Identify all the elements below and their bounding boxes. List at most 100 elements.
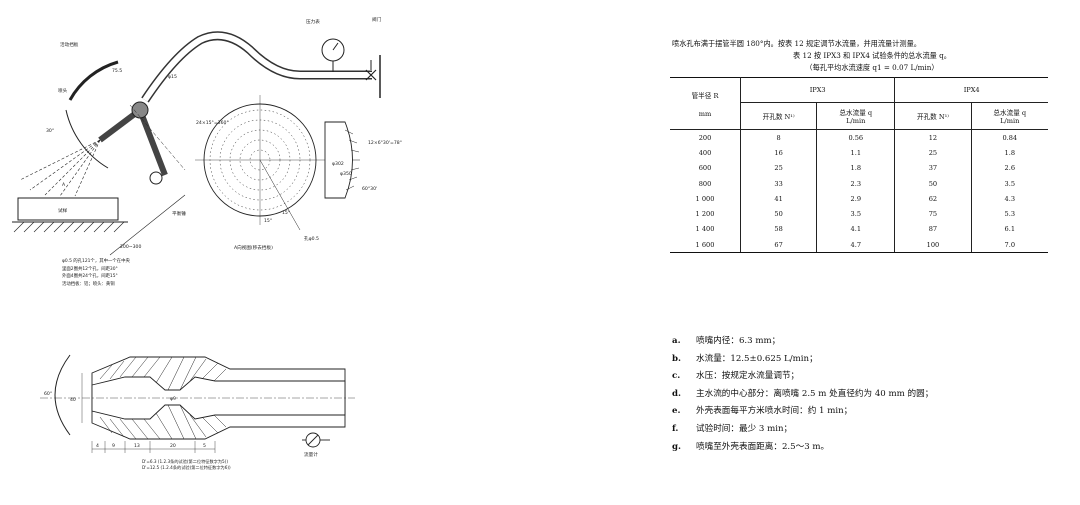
cell-ipx3-holes: 41 [739,191,817,207]
list-letter: c. [672,371,681,382]
cell-radius: 600 [698,164,712,173]
table-row: 400 16 1.1 25 1.8 [670,145,1048,161]
list-text: 喷嘴内径：6.3 mm； [696,336,781,346]
cell-ipx3-flow: 2.3 [816,175,895,192]
list-text: 喷嘴至外壳表面距离：2.5～3 m。 [696,441,830,452]
fig1-note: φ0.5 的孔121个，其中一个在中央 [62,259,130,264]
label-fig2-d5: 13 [134,443,140,449]
list-letter: e. [672,406,681,417]
cell-ipx3-flow: 4.7 [816,237,895,254]
label-angle-3: 60°30' [362,186,377,192]
cell-ipx3-flow: 1.1 [816,145,895,161]
cell-radius: 1 400 [695,225,715,234]
label-angle-2: 12×6°30'=78° [368,140,402,146]
list-item: e. 外壳表面每平方米喷水时间：约 1 min； [672,403,933,421]
label-specimen: 试样 [58,207,68,214]
cell-ipx3-holes: 58 [739,221,817,238]
cell-ipx3-holes: 67 [739,237,817,254]
cell-ipx3-flow: 3.5 [816,206,895,222]
cell-radius: 200 [698,133,712,142]
oscillating-tube-figure: 活动挡板 喷头 压力表 阀门 试样 平衡锤 30° 75.5 φ15 200~3… [12,16,402,256]
fig1-note: 外面4圈共24个孔，间距15° [62,274,118,280]
list-letter: b. [672,353,682,364]
label-pressure-gauge: 压力表 [306,18,320,25]
fig2-notes: D'=6.3 (1.2.3条的试验(第二位特征数字为5)) D'=12.5 (1… [142,459,231,472]
cell-ipx4-flow: 4.3 [970,191,1048,207]
label-dia-350: φ350 [340,171,352,177]
label-angle-30: 30° [46,128,54,134]
cell-radius: 1 200 [695,210,715,219]
list-letter: g. [672,441,682,452]
header-radius-label: 管半径 R [691,91,719,100]
label-dim-75-5: 75.5 [112,68,122,74]
label-fig2-angle: 60° [44,391,52,397]
cell-ipx4-holes: 75 [894,206,972,222]
cell-ipx4-flow: 2.6 [970,160,1048,176]
header-flow-label: 总水流量 q [839,109,873,117]
label-fig2-d6: 20 [170,443,176,449]
label-fig2-d4: 9 [112,443,115,449]
cell-radius: 400 [698,148,712,157]
cell-radius: 800 [698,179,712,188]
flow-rate-table: 管半径 R mm IPX3 IPX4 开孔数 N¹⁾ 总水流量 q L/min … [670,77,1048,254]
cell-ipx3-holes: 50 [739,206,817,222]
cell-ipx4-holes: 12 [894,129,972,146]
list-item: d. 主水流的中心部分：离喷嘴 2.5 m 处直径约为 40 mm 的圆； [672,386,933,404]
cell-ipx3-holes: 25 [739,160,817,176]
cell-ipx3-flow: 2.9 [816,191,895,207]
header-flow-unit: L/min [846,117,866,125]
list-text: 主水流的中心部分：离喷嘴 2.5 m 处直径约为 40 mm 的圆； [696,388,934,399]
header-ipx3-flow: 总水流量 q L/min [816,102,895,130]
header-ipx4-flow: 总水流量 q L/min [970,102,1048,130]
intro-line: 喷水孔布满于摆管半圆 180°内。按表 12 规定调节水流量，并用流量计测量。 [672,39,921,48]
table-caption: 表 12 按 IPX3 和 IPX4 试验条件的总水流量 q。 [793,51,951,60]
list-item: b.水流量：12.5±0.625 L/min； [672,351,933,369]
header-flow-label: 总水流量 q [993,109,1027,117]
list-text: 水压：按规定水流量调节； [696,371,800,382]
label-fig2-d1: 40 [70,397,76,403]
table-intro: 喷水孔布满于摆管半圆 180°内。按表 12 规定调节水流量，并用流量计测量。 … [672,38,1072,74]
list-text: 外壳表面每平方米喷水时间：约 1 min； [696,406,853,417]
header-ipx3-holes: 开孔数 N¹⁾ [739,102,817,130]
label-flow-gauge: 流量计 [304,451,318,458]
list-letter: a. [672,336,681,346]
list-text: 试验时间：最少 3 min； [696,423,793,434]
cell-ipx4-holes: 62 [894,191,972,207]
fig2-note: D'=12.5 (1.2.4条的试验(第二位特征数字为6)) [142,465,231,471]
label-letter-a: A [62,182,66,188]
cell-ipx3-flow: 1.8 [816,160,895,176]
cell-ipx3-holes: 16 [739,145,817,161]
cell-ipx3-holes: 33 [739,175,817,192]
cell-ipx3-flow: 0.56 [816,129,895,146]
table-row: 800 33 2.3 50 3.5 [670,175,1048,192]
list-item: a. 喷嘴内径：6.3 mm； [672,333,933,351]
cell-ipx4-flow: 7.0 [970,237,1048,254]
cell-ipx4-holes: 100 [894,237,972,254]
table-subcaption: （每孔平均水流速度 q1 = 0.07 L/min） [805,63,939,72]
label-fig2-d3: 4 [96,443,99,449]
cell-ipx4-flow: 0.84 [970,129,1048,146]
cell-ipx4-flow: 3.5 [970,175,1048,192]
cell-ipx4-holes: 25 [894,145,972,161]
label-dim-phi15: φ15 [168,74,177,80]
table-row: 1 400 58 4.1 87 6.1 [670,221,1048,238]
table-row: 600 25 1.8 37 2.6 [670,160,1048,176]
fig1-notes: φ0.5 的孔121个，其中一个在中央 里面2圈共12个孔，间距30° 外面4圈… [62,258,130,288]
fig1-note: 活动挡板：铝；喷头：黄铜 [62,281,115,287]
table-row: 200 8 0.56 12 0.84 [670,129,1048,146]
label-dia-302: φ302 [332,161,344,167]
header-radius-unit: mm [698,109,712,118]
list-item: f.试验时间：最少 3 min； [672,421,933,439]
label-fig2-d2: φ9 [170,396,176,402]
list-item: g. 喷嘴至外壳表面距离：2.5～3 m。 [672,439,933,457]
cell-ipx4-holes: 37 [894,160,972,176]
header-ipx4: IPX4 [894,77,1048,103]
spray-nozzle-spec-list: a. 喷嘴内径：6.3 mm； b.水流量：12.5±0.625 L/min； c… [672,333,933,456]
cell-ipx4-flow: 5.3 [970,206,1048,222]
label-nozzle: 喷头 [58,87,68,94]
header-radius: 管半径 R mm [670,77,741,130]
label-view-caption: A向视图(移去挡板) [234,244,273,251]
label-fig2-d7: 5 [203,443,206,449]
cell-ipx4-flow: 6.1 [970,221,1048,238]
list-letter: d. [672,388,682,399]
